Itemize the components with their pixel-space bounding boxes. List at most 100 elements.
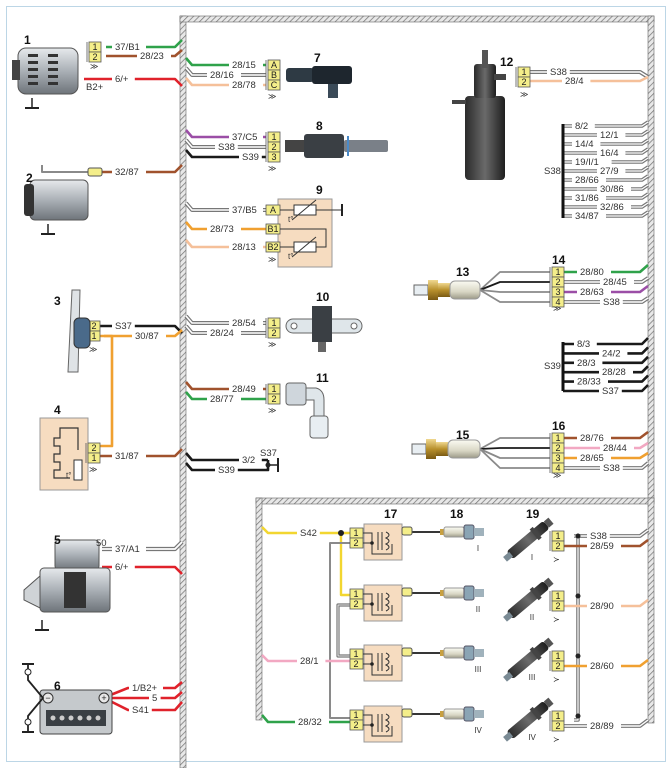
wire-label: 28/32	[298, 717, 322, 728]
pressure-sensor-head	[312, 66, 352, 84]
sensor-15-lead	[479, 448, 550, 459]
starter-winding	[64, 572, 86, 608]
connector-14-pin	[551, 296, 565, 308]
cylinder-label: III	[475, 665, 482, 674]
label-gap	[572, 211, 606, 221]
spark-plug-terminal	[440, 711, 444, 717]
wire-label: S42	[300, 528, 317, 539]
connector-8-pin-label: 2	[271, 142, 276, 152]
label-gap	[587, 661, 621, 671]
labels: 37/B128/236/+12≫1B2+32/872S3730/8721≫331…	[24, 33, 634, 744]
purge-valve-port	[494, 74, 506, 80]
coil-pin-label: 1	[353, 589, 358, 599]
fuel-injector-4	[503, 697, 554, 742]
ac-compressor-clutch	[24, 184, 34, 216]
connector-16-pin-label: 4	[555, 463, 560, 473]
component-number-2: 2	[26, 171, 33, 185]
connector-1-pin	[88, 51, 102, 63]
label-gap	[229, 132, 263, 142]
label-gap	[577, 287, 611, 297]
cylinder-label: I	[531, 553, 533, 562]
wire-label: 28/4	[565, 76, 584, 87]
wire-label: 28/73	[210, 224, 234, 235]
wire-label: 34/87	[575, 211, 599, 222]
component-number-14: 14	[552, 253, 566, 267]
wire-label: 37/C5	[232, 132, 257, 143]
coil-winding-icon	[363, 713, 393, 737]
coil-pin-label: 2	[353, 720, 358, 730]
starter-nose	[23, 574, 41, 609]
wire-label: 37/B5	[232, 205, 257, 216]
injector-collar	[529, 526, 542, 541]
splice-node	[265, 462, 271, 468]
wire-label: 32/87	[115, 167, 139, 178]
cylinder-label: I	[477, 544, 479, 553]
spark-plug-thread	[474, 649, 484, 657]
label-gap	[207, 328, 241, 338]
label-gap	[597, 148, 626, 158]
wire-28-23	[106, 49, 183, 58]
fuel-injector-3	[503, 637, 554, 682]
wire-label: 6/+	[115, 562, 129, 573]
label-gap	[215, 142, 238, 152]
cylinder-label: III	[529, 673, 536, 682]
spark-plug-hex	[463, 585, 475, 601]
connector-3-pin-label: 2	[91, 321, 96, 331]
label-gap	[574, 357, 603, 368]
label-gap	[597, 130, 626, 140]
connector-16-pin-label: 1	[555, 433, 560, 443]
ignition-coil-2	[363, 584, 403, 622]
connector-19-pin-label: 1	[555, 531, 560, 541]
label-gap	[112, 451, 146, 461]
o2-sensor-15-body	[447, 439, 481, 459]
connector-12-pin	[517, 76, 531, 88]
wire-label: 32/86	[600, 202, 624, 213]
label-gap	[572, 157, 612, 167]
connector-key-icon: ≫	[89, 465, 97, 474]
wire-coil-feed	[329, 542, 350, 719]
connector-key-icon: ≫	[268, 92, 276, 101]
component-number-12: 12	[500, 55, 514, 69]
component-number-9: 9	[316, 183, 323, 197]
label-gap	[239, 152, 262, 162]
temp-sensor-traces	[280, 209, 342, 248]
spark-plug-thread	[474, 589, 484, 597]
label-gap	[112, 74, 135, 84]
splice-node	[338, 530, 344, 536]
connector-14-pin-label: 3	[555, 287, 560, 297]
sensor-15-lead	[479, 447, 550, 450]
wire-label: S37	[115, 321, 132, 332]
wire-label: 28/23	[140, 51, 164, 62]
spark-plug-insulator	[443, 587, 465, 599]
harness-injection	[255, 497, 655, 724]
wire-S42-branch	[339, 533, 350, 597]
label-gap	[599, 367, 633, 378]
battery-cell	[59, 715, 65, 721]
alternator-vent	[28, 82, 38, 85]
component-number-7: 7	[314, 51, 321, 65]
coil-winding-icon	[363, 531, 393, 555]
crank-sensor-body	[312, 306, 332, 342]
connector-19-pin-label: 2	[555, 721, 560, 731]
connector-19-pin	[551, 540, 565, 552]
coil-pin-label: 2	[353, 599, 358, 609]
injector-nozzle	[503, 731, 514, 742]
spark-plug-insulator	[443, 708, 465, 720]
speed-sensor-plug	[285, 140, 305, 152]
label-gap	[577, 453, 611, 463]
splice-S37-label: S37	[260, 448, 277, 459]
spark-plug-hex	[463, 706, 475, 722]
connector-8-pin	[267, 151, 281, 163]
label-gap	[207, 70, 241, 80]
connector-14-pin-label: 4	[555, 297, 560, 307]
wire-label: 28/54	[232, 318, 256, 329]
wire-label: S39	[218, 465, 235, 476]
wire-label: 28/89	[590, 721, 614, 732]
sensor-15-lead	[479, 437, 550, 450]
spark-plug-terminal	[440, 650, 444, 656]
negative-symbol: −	[45, 693, 50, 703]
component-number-1: 1	[24, 33, 31, 47]
wire-ac-link	[41, 165, 90, 173]
cylinder-label: IV	[528, 733, 536, 742]
terminal-b2-label: B2+	[86, 82, 104, 93]
